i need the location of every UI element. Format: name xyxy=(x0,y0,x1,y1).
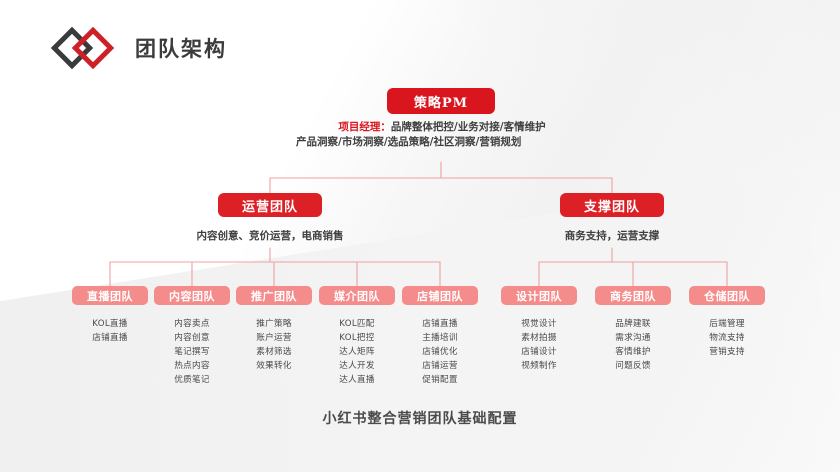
leaf-item: 视觉设计 xyxy=(521,319,557,329)
leaf-item: 品牌建联 xyxy=(615,319,651,329)
leaf-item: 后端管理 xyxy=(709,319,745,329)
node-team-live-label: 直播团队 xyxy=(87,289,133,303)
leaf-item: 店铺优化 xyxy=(422,346,458,357)
leaf-item: 素材筛选 xyxy=(256,346,292,357)
root-desc-line2: 产品洞察/市场洞察/选品策略/社区洞察/营销规划 xyxy=(296,136,522,149)
branch-support-description: 商务支持，运营支撑 xyxy=(564,230,660,242)
leaf-item: KOL匹配 xyxy=(339,319,375,329)
page-title: 团队架构 xyxy=(135,36,227,61)
node-team-content-label: 内容团队 xyxy=(169,289,215,303)
node-team-shop-label: 店铺团队 xyxy=(417,289,463,303)
node-team-design[interactable]: 设计团队 xyxy=(501,286,577,305)
leaf-item: KOL把控 xyxy=(339,332,375,343)
leaf-item: 促销配置 xyxy=(422,374,458,385)
leaf-item: 店铺运营 xyxy=(422,360,458,371)
root-desc-line1: 品牌整体把控/业务对接/客情维护 xyxy=(390,121,546,133)
leaf-item: 内容创意 xyxy=(174,332,210,343)
node-team-promotion-label: 推广团队 xyxy=(251,289,297,303)
leaf-item: 素材拍摄 xyxy=(521,332,557,343)
node-team-business[interactable]: 商务团队 xyxy=(595,286,671,305)
node-team-warehouse-label: 仓储团队 xyxy=(704,289,750,303)
leaf-item: 优质笔记 xyxy=(174,374,210,385)
leaf-item: 营销支持 xyxy=(709,346,745,357)
node-branch-operations-label: 运营团队 xyxy=(241,199,298,215)
leaf-list-promotion: 推广策略账户运营素材筛选效果转化 xyxy=(232,318,316,374)
leaf-item: KOL直播 xyxy=(92,319,128,329)
slide-header: 团队架构 xyxy=(50,24,227,72)
leaf-item: 店铺直播 xyxy=(422,319,458,329)
leaf-item: 达人矩阵 xyxy=(339,346,375,357)
node-branch-operations[interactable]: 运营团队 xyxy=(218,193,322,217)
node-root-label: 策略PM xyxy=(413,95,469,111)
leaf-item: 店铺设计 xyxy=(521,346,557,357)
node-team-warehouse[interactable]: 仓储团队 xyxy=(689,286,765,305)
leaf-item: 主播培训 xyxy=(422,332,458,343)
node-team-live[interactable]: 直播团队 xyxy=(72,286,148,305)
node-team-content[interactable]: 内容团队 xyxy=(154,286,230,305)
footer-caption: 小红书整合营销团队基础配置 xyxy=(322,411,518,427)
leaf-item: 问题反馈 xyxy=(615,360,651,371)
leaf-item: 内容卖点 xyxy=(174,319,210,329)
leaf-list-design: 视觉设计素材拍摄店铺设计视频制作 xyxy=(497,318,581,374)
leaf-item: 效果转化 xyxy=(256,360,292,371)
leaf-item: 视频制作 xyxy=(521,360,557,371)
leaf-item: 需求沟通 xyxy=(615,332,651,343)
leaf-item: 客情维护 xyxy=(615,346,651,357)
leaf-list-business: 品牌建联需求沟通客情维护问题反馈 xyxy=(591,318,675,374)
leaf-item: 账户运营 xyxy=(256,332,292,343)
leaf-item: 物流支持 xyxy=(709,332,745,343)
leaf-list-warehouse: 后端管理物流支持营销支持 xyxy=(685,318,769,360)
node-team-media[interactable]: 媒介团队 xyxy=(319,286,395,305)
leaf-list-shop: 店铺直播主播培训店铺优化店铺运营促销配置 xyxy=(398,318,482,388)
node-team-media-label: 媒介团队 xyxy=(334,289,380,303)
leaf-item: 推广策略 xyxy=(256,319,292,329)
leaf-item: 达人开发 xyxy=(339,360,375,371)
node-team-shop[interactable]: 店铺团队 xyxy=(402,286,478,305)
node-team-design-label: 设计团队 xyxy=(516,289,562,303)
leaf-item: 热点内容 xyxy=(174,360,210,371)
node-branch-support-label: 支撑团队 xyxy=(583,199,640,215)
leaf-item: 达人直播 xyxy=(339,374,375,385)
branch-operations-description: 内容创意、竞价运营，电商销售 xyxy=(196,230,344,242)
root-description: 项目经理：品牌整体把控/业务对接/客情维护 产品洞察/市场洞察/选品策略/社区洞… xyxy=(296,120,588,150)
leaf-list-media: KOL匹配 KOL把控达人矩阵达人开发达人直播 xyxy=(315,318,399,388)
leaf-item: 笔记撰写 xyxy=(174,346,210,357)
leaf-list-content: 内容卖点内容创意笔记撰写热点内容优质笔记 xyxy=(150,318,234,388)
node-team-business-label: 商务团队 xyxy=(610,289,656,303)
leaf-list-live: KOL直播店铺直播 xyxy=(68,318,152,346)
node-branch-support[interactable]: 支撑团队 xyxy=(560,193,664,217)
node-root-strategy-pm[interactable]: 策略PM xyxy=(387,88,495,114)
root-desc-lead: 项目经理： xyxy=(338,121,391,133)
node-team-promotion[interactable]: 推广团队 xyxy=(236,286,312,305)
leaf-item: 店铺直播 xyxy=(92,332,128,343)
